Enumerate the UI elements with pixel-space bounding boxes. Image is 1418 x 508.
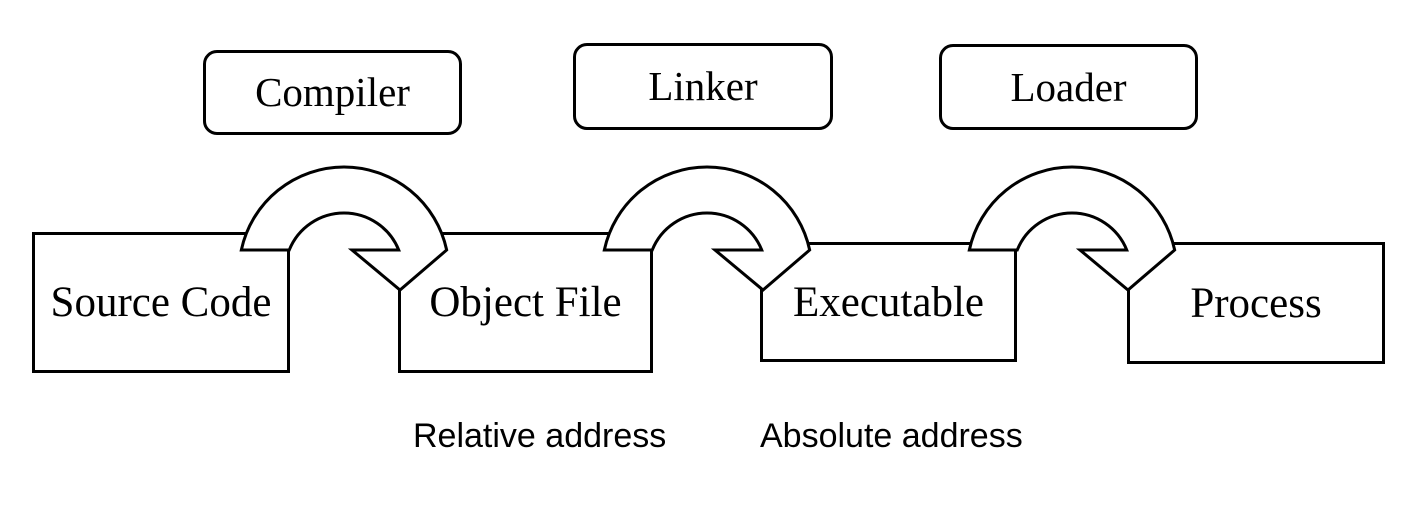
tool-label-linker: Linker [648, 63, 758, 109]
tool-box-compiler: Compiler [203, 50, 462, 135]
annotation-relative-address: Relative address [413, 417, 667, 455]
annotation-absolute-address: Absolute address [760, 417, 1023, 455]
stage-box-source-code: Source Code [32, 232, 290, 373]
tool-label-compiler: Compiler [255, 69, 410, 115]
stage-label-executable: Executable [792, 278, 984, 326]
stage-label-process: Process [1190, 279, 1322, 327]
stage-label-source-code: Source Code [50, 279, 272, 326]
stage-label-object-file: Object File [429, 279, 622, 326]
tool-label-loader: Loader [1010, 63, 1127, 110]
stage-box-object-file: Object File [398, 232, 653, 373]
stage-box-process: Process [1127, 242, 1385, 364]
tool-box-loader: Loader [939, 44, 1198, 130]
stage-box-executable: Executable [760, 242, 1017, 362]
tool-box-linker: Linker [573, 43, 833, 130]
